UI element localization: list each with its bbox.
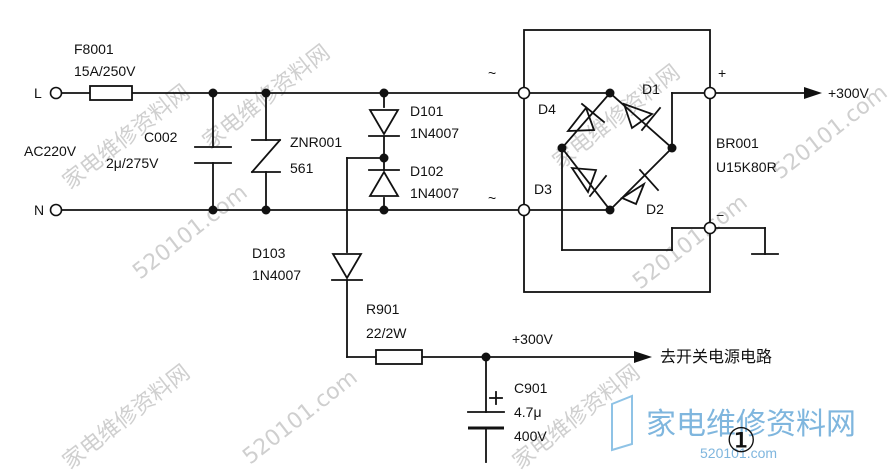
watermark-url: 520101.com xyxy=(238,365,362,470)
label-c002-ref: C002 xyxy=(144,129,178,145)
label-d2: D2 xyxy=(646,201,664,217)
label-c002-value: 2μ/275V xyxy=(106,155,159,171)
label-d103-ref: D103 xyxy=(252,245,286,261)
bridge-diode-d1 xyxy=(622,102,662,132)
bridge-diode-d3 xyxy=(570,166,608,198)
site-logo: 家电维修资料网 520101.com xyxy=(611,394,856,461)
bridge-diode-d2 xyxy=(620,168,660,206)
diode-d101 xyxy=(368,109,400,137)
label-neutral-n: N xyxy=(34,202,44,218)
label-r901-value: 22/2W xyxy=(366,325,407,341)
label-fuse-value: 15A/250V xyxy=(74,63,136,79)
label-bridge-part: U15K80R xyxy=(716,159,777,175)
label-ac220v: AC220V xyxy=(24,143,77,159)
watermark-url: 520101.com xyxy=(128,180,252,285)
label-line-l: L xyxy=(34,85,42,101)
site-logo-url: 520101.com xyxy=(700,445,777,461)
watermark-text: 家电维修资料网 xyxy=(58,360,195,473)
label-to-switching-supply: 去开关电源电路 xyxy=(660,348,772,366)
terminals xyxy=(49,86,717,235)
figure-number: ① xyxy=(726,421,756,461)
resistor-r901 xyxy=(375,349,423,365)
label-r901-ref: R901 xyxy=(366,301,400,317)
label-d1: D1 xyxy=(642,81,660,97)
label-d3: D3 xyxy=(534,181,552,197)
label-d101-ref: D101 xyxy=(410,103,444,119)
bridge-diode-d4 xyxy=(566,102,606,132)
output-arrow-switching xyxy=(634,351,652,363)
label-ac-symbol-bottom: ~ xyxy=(488,190,496,206)
label-znr-value: 561 xyxy=(290,160,314,176)
label-c901-value: 4.7μ xyxy=(514,404,542,420)
label-ac-symbol-top: ~ xyxy=(488,65,496,81)
fuse-f8001 xyxy=(89,85,133,101)
label-output-300v: +300V xyxy=(828,85,870,101)
junction-dots xyxy=(208,88,677,362)
label-c901-ref: C901 xyxy=(514,380,548,396)
output-arrow-300v xyxy=(804,87,822,99)
diode-d102 xyxy=(368,169,400,197)
label-node-300v: +300V xyxy=(512,331,554,347)
bridge-diamond xyxy=(560,91,674,212)
label-znr-ref: ZNR001 xyxy=(290,134,342,150)
label-d101-value: 1N4007 xyxy=(410,125,459,141)
site-logo-text: 家电维修资料网 xyxy=(646,407,856,442)
label-d4: D4 xyxy=(538,101,556,117)
label-d102-value: 1N4007 xyxy=(410,185,459,201)
varistor-znr001 xyxy=(250,138,282,174)
capacitor-c901 xyxy=(467,391,505,430)
label-fuse-ref: F8001 xyxy=(74,41,114,57)
label-bridge-ref: BR001 xyxy=(716,135,759,151)
capacitor-c002 xyxy=(194,146,232,164)
label-d102-ref: D102 xyxy=(410,163,444,179)
label-bridge-plus: + xyxy=(718,65,726,81)
diode-d103 xyxy=(331,253,363,281)
label-bridge-minus: − xyxy=(716,207,724,223)
wires xyxy=(61,29,809,463)
label-c901-voltage: 400V xyxy=(514,428,547,444)
label-d103-value: 1N4007 xyxy=(252,267,301,283)
